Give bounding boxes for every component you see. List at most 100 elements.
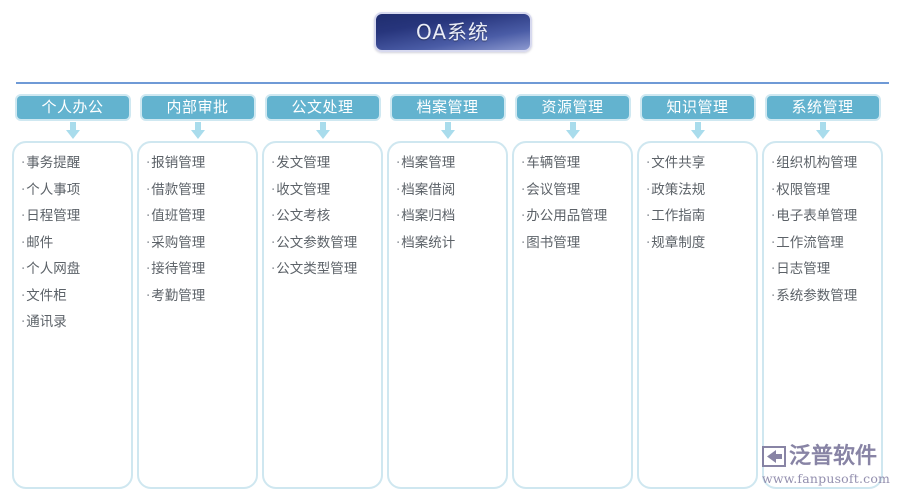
list-item[interactable]: ·通讯录 — [21, 314, 127, 343]
list-item[interactable]: ·接待管理 — [146, 261, 252, 290]
list-item[interactable]: ·办公用品管理 — [521, 208, 627, 237]
column-header[interactable]: 系统管理 — [764, 94, 881, 121]
list-item[interactable]: ·文件共享 — [646, 155, 752, 184]
list-item-label: 会议管理 — [526, 181, 581, 198]
list-item-label: 个人网盘 — [26, 261, 81, 277]
list-item[interactable]: ·会议管理 — [521, 181, 627, 211]
list-item[interactable]: ·值班管理 — [146, 208, 252, 237]
list-item-label: 政策法规 — [651, 181, 706, 198]
list-item[interactable]: ·报销管理 — [146, 155, 252, 184]
list-item[interactable]: ·个人网盘 — [21, 261, 127, 290]
bullet-icon: · — [271, 155, 276, 171]
bullet-icon: · — [521, 181, 526, 198]
column-item-list: ·档案管理·档案借阅·档案归档·档案统计 — [389, 155, 506, 264]
list-item-label: 系统参数管理 — [776, 287, 858, 304]
column-panel: ·车辆管理·会议管理·办公用品管理·图书管理 — [512, 141, 633, 489]
category-column: 档案管理·档案管理·档案借阅·档案归档·档案统计 — [387, 94, 508, 489]
column-panel: ·文件共享·政策法规·工作指南·规章制度 — [637, 141, 758, 489]
list-item-label: 借款管理 — [151, 181, 206, 198]
list-item[interactable]: ·车辆管理 — [521, 156, 627, 184]
column-header[interactable]: 资源管理 — [514, 94, 631, 121]
column-header[interactable]: 公文处理 — [264, 94, 381, 121]
bullet-icon: · — [771, 261, 776, 277]
horizontal-connector-line — [16, 82, 889, 84]
category-column: 资源管理·车辆管理·会议管理·办公用品管理·图书管理 — [512, 94, 633, 489]
column-item-list: ·事务提醒·个人事项·日程管理·邮件·个人网盘·文件柜·通讯录 — [14, 155, 131, 343]
category-column: 内部审批·报销管理·借款管理·值班管理·采购管理·接待管理·考勤管理 — [137, 94, 258, 489]
column-item-list: ·文件共享·政策法规·工作指南·规章制度 — [639, 155, 756, 264]
list-item[interactable]: ·系统参数管理 — [771, 287, 877, 317]
watermark-top-row: 泛普软件 — [761, 443, 877, 471]
arrow-down-icon — [815, 122, 830, 140]
list-item[interactable]: ·规章制度 — [646, 234, 752, 264]
list-item[interactable]: ·收文管理 — [271, 181, 377, 211]
bullet-icon: · — [21, 287, 26, 304]
bullet-icon: · — [521, 208, 526, 224]
list-item[interactable]: ·公文参数管理 — [271, 236, 377, 264]
bullet-icon: · — [271, 181, 276, 198]
list-item-label: 报销管理 — [151, 155, 206, 171]
list-item[interactable]: ·档案统计 — [396, 234, 502, 264]
list-item[interactable]: ·文件柜 — [21, 287, 127, 317]
list-item[interactable]: ·档案借阅 — [396, 183, 502, 211]
bullet-icon: · — [646, 181, 651, 198]
list-item-label: 公文类型管理 — [276, 261, 358, 277]
list-item[interactable]: ·档案归档 — [396, 209, 502, 237]
bullet-icon: · — [771, 208, 776, 224]
bullet-icon: · — [146, 261, 151, 277]
list-item[interactable]: ·电子表单管理 — [771, 208, 877, 237]
list-item[interactable]: ·事务提醒 — [21, 155, 127, 184]
column-header[interactable]: 档案管理 — [389, 94, 506, 121]
category-columns: 个人办公·事务提醒·个人事项·日程管理·邮件·个人网盘·文件柜·通讯录内部审批·… — [12, 94, 893, 489]
list-item[interactable]: ·发文管理 — [271, 155, 377, 184]
list-item-label: 档案统计 — [401, 234, 456, 251]
diagram-title-box: OA系统 — [373, 12, 532, 52]
list-item[interactable]: ·图书管理 — [521, 234, 627, 264]
list-item-label: 值班管理 — [151, 208, 206, 224]
list-item[interactable]: ·个人事项 — [21, 183, 127, 211]
list-item-label: 档案管理 — [401, 155, 456, 171]
bullet-icon: · — [21, 261, 26, 277]
list-item[interactable]: ·组织机构管理 — [771, 155, 877, 184]
bullet-icon: · — [396, 234, 401, 251]
list-item-label: 组织机构管理 — [776, 155, 858, 171]
column-header[interactable]: 内部审批 — [139, 94, 256, 121]
list-item-label: 日志管理 — [776, 261, 831, 277]
watermark-url: www.fanpusoft.com — [762, 470, 891, 486]
list-item[interactable]: ·日程管理 — [21, 208, 127, 237]
column-header[interactable]: 个人办公 — [14, 94, 131, 121]
arrow-down-icon — [315, 122, 330, 140]
column-panel: ·组织机构管理·权限管理·电子表单管理·工作流管理·日志管理·系统参数管理 — [762, 141, 883, 489]
list-item-label: 通讯录 — [26, 314, 67, 330]
bullet-icon: · — [521, 234, 526, 251]
list-item[interactable]: ·借款管理 — [146, 181, 252, 211]
list-item[interactable]: ·档案管理 — [396, 155, 502, 184]
list-item[interactable]: ·工作流管理 — [771, 234, 877, 264]
list-item[interactable]: ·公文考核 — [271, 209, 377, 237]
column-panel: ·档案管理·档案借阅·档案归档·档案统计 — [387, 141, 508, 489]
column-panel: ·发文管理·收文管理·公文考核·公文参数管理·公文类型管理 — [262, 141, 383, 489]
list-item-label: 日程管理 — [26, 208, 81, 224]
list-item[interactable]: ·公文类型管理 — [271, 261, 377, 290]
list-item[interactable]: ·权限管理 — [771, 183, 877, 211]
list-item[interactable]: ·工作指南 — [646, 209, 752, 237]
list-item-label: 电子表单管理 — [776, 208, 858, 224]
list-item-label: 接待管理 — [151, 261, 206, 277]
list-item-label: 事务提醒 — [26, 155, 81, 171]
list-item-label: 工作流管理 — [776, 234, 844, 251]
page-title: OA系统 — [415, 20, 490, 44]
list-item[interactable]: ·考勤管理 — [146, 289, 252, 317]
bullet-icon: · — [21, 208, 26, 224]
arrow-down-icon — [690, 122, 705, 140]
list-item[interactable]: ·日志管理 — [771, 261, 877, 290]
list-item[interactable]: ·政策法规 — [646, 181, 752, 211]
bullet-icon: · — [646, 234, 651, 251]
list-item[interactable]: ·采购管理 — [146, 236, 252, 264]
bullet-icon: · — [146, 155, 151, 171]
column-header[interactable]: 知识管理 — [639, 94, 756, 121]
list-item-label: 文件柜 — [26, 287, 67, 304]
list-item[interactable]: ·邮件 — [21, 236, 127, 264]
column-panel: ·报销管理·借款管理·值班管理·采购管理·接待管理·考勤管理 — [137, 141, 258, 489]
bullet-icon: · — [771, 234, 776, 251]
bullet-icon: · — [646, 155, 651, 171]
